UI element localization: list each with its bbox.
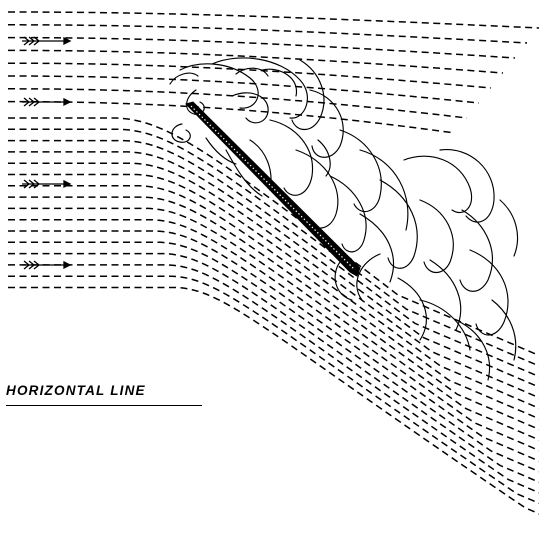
eddy-curl xyxy=(270,120,313,195)
lower-streamline xyxy=(8,242,539,511)
eddy-curl xyxy=(420,200,453,273)
eddy-curl xyxy=(360,214,393,282)
eddy-curl xyxy=(180,64,258,108)
upper-streamline xyxy=(8,12,539,28)
horizontal-line-label: HORIZONTAL LINE xyxy=(6,383,202,406)
horizontal-line-caption: HORIZONTAL LINE xyxy=(6,383,202,398)
upper-streamline xyxy=(8,63,491,88)
eddy-curl xyxy=(440,150,494,223)
eddy-curl xyxy=(500,200,518,256)
eddy-curl xyxy=(170,73,198,84)
eddy-curl xyxy=(262,69,297,96)
upper-streamline xyxy=(8,38,515,58)
flow-direction-arrows xyxy=(22,37,70,269)
eddy-curl xyxy=(460,322,490,380)
eddy-curl xyxy=(470,250,508,335)
eddy-curl xyxy=(492,300,516,360)
arrow-head xyxy=(64,38,70,44)
arrow-head xyxy=(64,99,70,105)
arrow-head xyxy=(64,262,70,268)
upper-streamline xyxy=(8,25,527,43)
eddy-curl xyxy=(172,124,190,142)
upper-streamline xyxy=(8,102,455,133)
eddy-curl xyxy=(310,90,343,157)
eddy-curl xyxy=(398,278,426,340)
horizontal-reference-line xyxy=(6,405,202,406)
eddy-curl xyxy=(340,130,381,212)
lower-streamline xyxy=(8,220,539,483)
eddy-curl xyxy=(318,140,330,176)
eddy-curl xyxy=(380,180,417,268)
flow-arrow xyxy=(22,261,70,269)
lower-streamline xyxy=(8,118,538,355)
lower-streamline xyxy=(8,276,539,546)
eddy-curl xyxy=(404,156,472,212)
lower-streamline xyxy=(8,288,539,546)
flow-arrow xyxy=(22,180,70,188)
upper-streamline xyxy=(8,89,467,118)
upper-streamlines xyxy=(8,12,539,133)
eddy-curl xyxy=(357,254,380,300)
flow-arrow xyxy=(22,98,70,106)
